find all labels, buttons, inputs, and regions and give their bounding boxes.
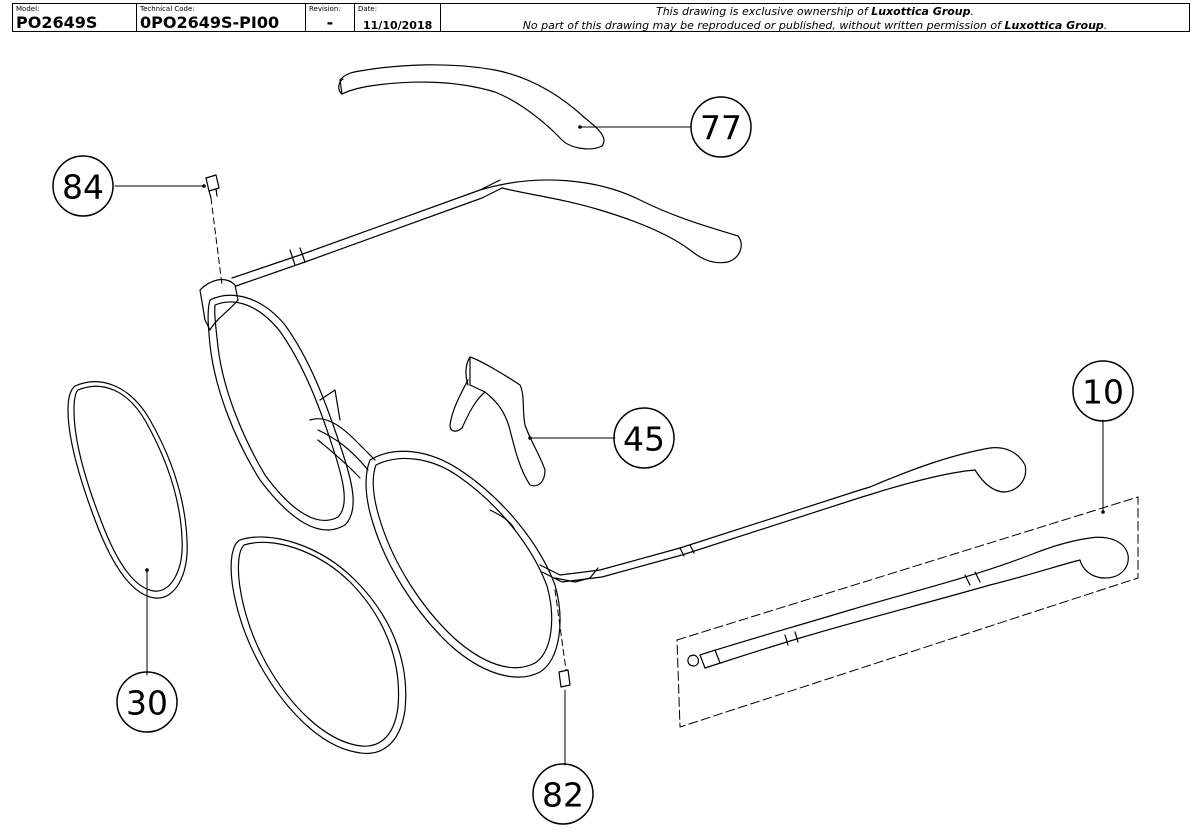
callout-45: 45 bbox=[613, 407, 675, 469]
lens-center bbox=[230, 536, 407, 754]
assembly-line-84 bbox=[210, 197, 223, 286]
part-84-screw bbox=[205, 174, 220, 199]
ownership-notice-cell: This drawing is exclusive ownership of L… bbox=[440, 3, 1190, 32]
part-77-temple bbox=[338, 64, 605, 150]
callout-77: 77 bbox=[690, 96, 752, 158]
tech-code-value: 0PO2649S-PI00 bbox=[140, 13, 280, 32]
leader-lines bbox=[114, 126, 1104, 766]
model-value: PO2649S bbox=[16, 13, 98, 32]
title-block: Model: PO2649S Technical Code: 0PO2649S-… bbox=[12, 3, 1190, 32]
revision-cell: Revision: - bbox=[305, 3, 354, 32]
ownership-notice-line1: This drawing is exclusive ownership of L… bbox=[655, 5, 975, 18]
part-10-temple bbox=[676, 496, 1139, 728]
callout-10-label: 10 bbox=[1082, 373, 1124, 412]
callout-30: 30 bbox=[116, 671, 178, 733]
callout-84: 84 bbox=[52, 155, 114, 217]
revision-caption: Revision: bbox=[309, 5, 341, 13]
frame-front bbox=[199, 179, 1027, 678]
callout-10: 10 bbox=[1072, 360, 1134, 422]
callout-84-label: 84 bbox=[62, 168, 104, 207]
part-45-nose-pad bbox=[449, 356, 546, 487]
tech-code-caption: Technical Code: bbox=[140, 5, 195, 13]
callout-77-label: 77 bbox=[700, 109, 742, 148]
part-82-screw bbox=[558, 669, 571, 688]
callout-45-label: 45 bbox=[623, 420, 665, 459]
ownership-notice-line2: No part of this drawing may be reproduce… bbox=[522, 19, 1108, 32]
date-caption: Date: bbox=[358, 5, 378, 13]
callout-82-label: 82 bbox=[542, 776, 584, 815]
callout-30-label: 30 bbox=[126, 684, 168, 723]
model-caption: Model: bbox=[16, 5, 40, 13]
revision-value: - bbox=[326, 13, 334, 32]
tech-code-cell: Technical Code: 0PO2649S-PI00 bbox=[136, 3, 305, 32]
callout-82: 82 bbox=[532, 763, 594, 825]
date-cell: Date: 11/10/2018 bbox=[354, 3, 440, 32]
model-cell: Model: PO2649S bbox=[12, 3, 136, 32]
assembly-line-82 bbox=[554, 589, 567, 671]
date-value: 11/10/2018 bbox=[363, 19, 433, 32]
leader-dots bbox=[145, 125, 1105, 572]
part-30-lens bbox=[67, 381, 188, 599]
